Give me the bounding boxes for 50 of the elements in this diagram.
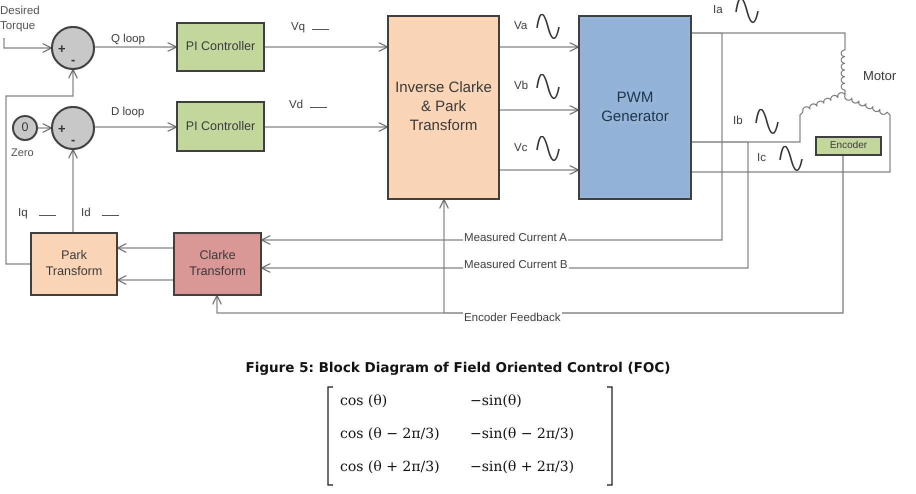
edge-label: Iq: [17, 207, 29, 219]
arrow: [95, 122, 178, 132]
arrow: [38, 122, 52, 134]
plus-sign: +: [58, 41, 66, 58]
arrow: [116, 242, 173, 254]
constant-caption: Zero: [11, 147, 34, 161]
arrow: [500, 104, 580, 116]
edge-label: Vq: [290, 21, 306, 33]
edge-label: D loop: [110, 106, 146, 118]
controller-block: PI Controller: [176, 101, 265, 152]
minus-sign: -: [71, 52, 76, 68]
generator-block: PWM Generator: [578, 15, 692, 200]
arrow: [265, 42, 388, 52]
minus-sign: -: [71, 132, 76, 148]
edge-label: Measured Current A: [463, 232, 568, 244]
arrow: [68, 148, 78, 232]
edge-label: Q loop: [110, 33, 146, 45]
matrix-entry: cos (θ − 2π/3): [340, 426, 441, 442]
matrix-entry: −sin(θ + 2π/3): [470, 458, 576, 474]
input-label: Desired Torque: [0, 4, 41, 34]
plus-sign: +: [58, 121, 66, 138]
edge-label: Ia: [712, 4, 724, 16]
edge-label: Ic: [756, 152, 767, 164]
edge-label: Ib: [732, 115, 744, 127]
edge-label: Vd: [288, 99, 304, 111]
arrow: [5, 68, 78, 265]
arrow: [3, 38, 52, 54]
arrow: [500, 164, 580, 176]
arrow: [116, 274, 173, 286]
transform-block: Park Transform: [30, 232, 118, 296]
arrow: [500, 42, 580, 52]
arrow: [265, 122, 388, 132]
transform-block: Inverse Clarke & Park Transform: [387, 15, 500, 200]
arrow: [95, 42, 178, 52]
matrix-entry: −sin(θ − 2π/3): [470, 426, 576, 442]
figure-caption: Figure 5: Block Diagram of Field Oriented Control (FOC): [244, 360, 672, 376]
edge-label: Vc: [513, 142, 528, 154]
matrix-entry: −sin(θ): [470, 392, 523, 408]
edge-label: Va: [513, 20, 528, 32]
edge-label: Id: [80, 207, 92, 219]
controller-block: PI Controller: [176, 22, 265, 72]
edge-label: Measured Current B: [463, 259, 569, 271]
wire-line: [692, 118, 891, 173]
edge-label: Vb: [513, 80, 530, 92]
matrix-entry: cos (θ + 2π/3): [340, 458, 441, 474]
encoder-block: Encoder: [815, 136, 882, 156]
matrix-entry: cos (θ): [340, 392, 388, 408]
transform-block: Clarke Transform: [173, 232, 262, 296]
motor-label: Motor: [863, 68, 896, 84]
edge-label: Encoder Feedback: [463, 312, 562, 324]
